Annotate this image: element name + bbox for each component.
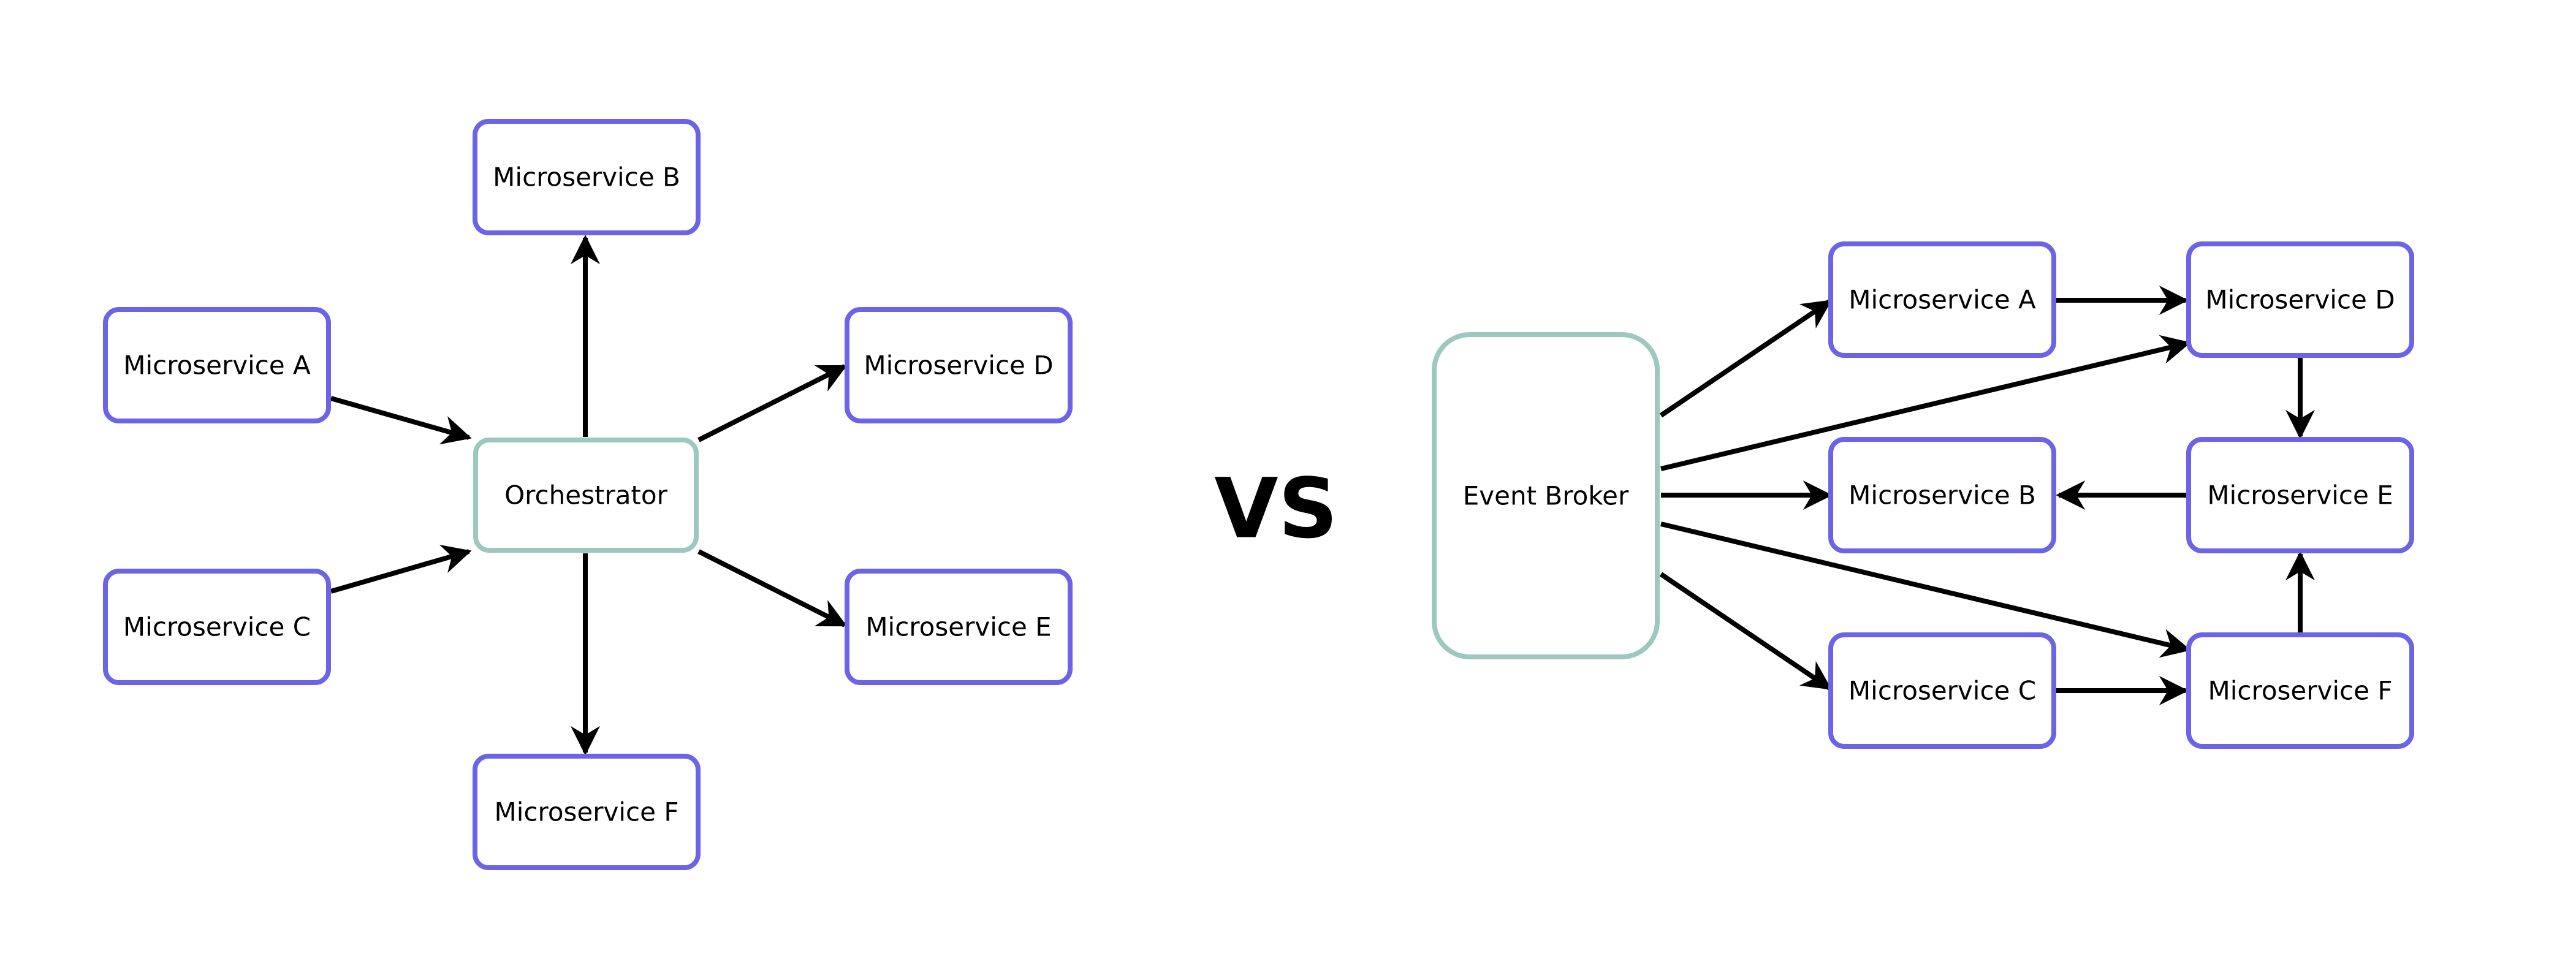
chor-service-d: Microservice D — [2186, 241, 2414, 358]
orch-service-f: Microservice F — [473, 754, 701, 870]
orch-service-e-label: Microservice E — [865, 612, 1051, 642]
edge-a-to-orchestrator — [330, 396, 472, 445]
orchestrator-node: Orchestrator — [473, 438, 699, 553]
chor-service-f-label: Microservice F — [2208, 676, 2393, 706]
edge-orchestrator-to-e — [697, 549, 848, 627]
chor-service-d-label: Microservice D — [2205, 285, 2395, 315]
event-broker-node: Event Broker — [1432, 332, 1660, 659]
chor-service-f: Microservice F — [2186, 632, 2414, 749]
orch-service-a-label: Microservice A — [123, 351, 311, 381]
choreography-diagram: Event Broker Microservice A Microservice… — [1432, 241, 2414, 749]
edge-broker-to-d — [1660, 335, 2191, 471]
orch-service-d-label: Microservice D — [864, 351, 1053, 381]
vs-separator: VS — [1214, 461, 1338, 557]
orch-service-c-label: Microservice C — [123, 612, 311, 642]
edge-broker-to-f — [1660, 521, 2191, 658]
orch-service-f-label: Microservice F — [495, 797, 679, 827]
orch-service-b-label: Microservice B — [493, 162, 680, 192]
chor-service-e-label: Microservice E — [2207, 480, 2393, 510]
choreography-edges — [1659, 286, 2315, 705]
orch-service-b: Microservice B — [473, 119, 701, 235]
orch-service-a: Microservice A — [103, 307, 331, 423]
edge-broker-to-c — [1659, 572, 1832, 691]
edge-orchestrator-to-d — [697, 364, 848, 442]
chor-service-c: Microservice C — [1828, 632, 2056, 749]
orch-service-e: Microservice E — [845, 569, 1073, 685]
orch-service-c: Microservice C — [103, 569, 331, 685]
orchestration-edges — [330, 235, 848, 756]
chor-service-a: Microservice A — [1828, 241, 2056, 358]
chor-service-b: Microservice B — [1828, 437, 2056, 553]
edge-c-to-orchestrator — [330, 544, 472, 594]
chor-service-c-label: Microservice C — [1848, 676, 2036, 706]
chor-service-e: Microservice E — [2186, 437, 2414, 553]
chor-service-b-label: Microservice B — [1848, 480, 2036, 510]
event-broker-label: Event Broker — [1463, 481, 1629, 511]
chor-service-a-label: Microservice A — [1848, 285, 2036, 315]
orch-service-d: Microservice D — [845, 307, 1073, 423]
orchestration-diagram: Orchestrator Microservice A Microservice… — [103, 119, 1073, 870]
edge-broker-to-a — [1659, 299, 1832, 418]
orchestrator-label: Orchestrator — [504, 480, 667, 510]
